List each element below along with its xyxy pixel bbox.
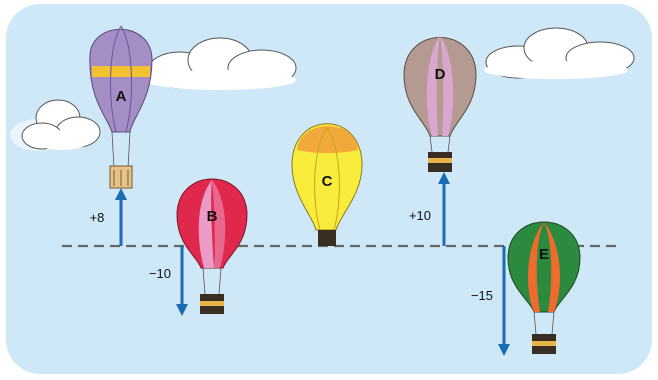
balloon-d-label: D <box>435 66 446 83</box>
change-d: +10 <box>409 208 431 223</box>
balloon-c-label: C <box>322 173 333 190</box>
balloon-a-label: A <box>116 88 127 105</box>
change-b: −10 <box>149 266 171 281</box>
balloon-b-label: B <box>207 208 218 225</box>
balloon-e-label: E <box>539 246 549 263</box>
change-a: +8 <box>90 210 105 225</box>
change-e: −15 <box>471 288 493 303</box>
